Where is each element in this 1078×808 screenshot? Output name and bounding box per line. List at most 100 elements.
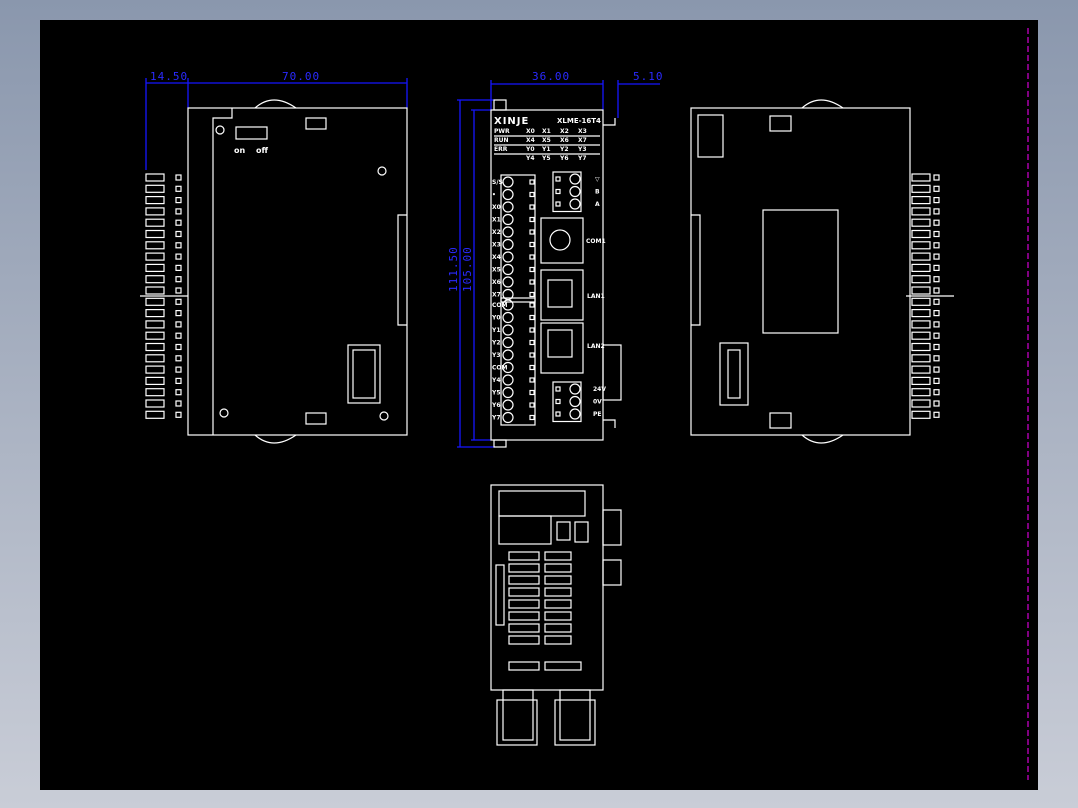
slot — [544, 551, 572, 561]
brand-logo: XINJE — [494, 116, 529, 127]
right-side-view — [690, 99, 954, 444]
switch-off-label: off — [256, 146, 268, 155]
terminal-label: Y1 — [491, 327, 501, 334]
slot — [544, 563, 572, 573]
led-label: Y5 — [541, 155, 551, 162]
slot — [544, 635, 572, 645]
connector-pin — [911, 275, 931, 284]
terminal-screw[interactable] — [569, 383, 581, 395]
slot — [544, 611, 572, 621]
terminal-screw[interactable] — [569, 173, 581, 185]
connector-pin — [911, 309, 931, 318]
terminal-screw[interactable] — [569, 408, 581, 420]
terminal-label: Y7 — [491, 415, 501, 422]
slot — [508, 599, 540, 609]
terminal-label: X3 — [492, 242, 501, 249]
led-label: Y3 — [577, 146, 587, 153]
terminal-label: S/S — [492, 179, 503, 186]
terminal-screw[interactable] — [502, 299, 514, 311]
terminal-label: Y5 — [491, 390, 501, 397]
connector-pin — [145, 207, 165, 216]
terminal-screw[interactable] — [569, 198, 581, 210]
connector-pin — [145, 173, 165, 182]
terminal-label: X5 — [492, 267, 501, 274]
led-label: X2 — [560, 128, 569, 135]
terminal-screw[interactable] — [502, 176, 514, 188]
connector-pin — [145, 388, 165, 397]
connector-pin — [145, 320, 165, 329]
label-window — [762, 209, 839, 334]
connector-pin — [145, 342, 165, 352]
led-label: Y6 — [559, 155, 569, 162]
slot — [544, 623, 572, 633]
dim-total-height: 111.50 — [447, 246, 460, 292]
terminal-screw[interactable] — [502, 276, 514, 288]
connector-pin — [911, 263, 931, 272]
terminal-label: X1 — [492, 217, 501, 224]
terminal-block — [552, 381, 582, 423]
terminal-screw[interactable] — [502, 201, 514, 213]
led-label: X0 — [526, 128, 535, 135]
bottom-view — [490, 484, 622, 746]
lan2-label: LAN2 — [587, 343, 605, 350]
connector-pin — [911, 229, 931, 239]
slot — [544, 575, 572, 585]
lan1-label: LAN1 — [587, 293, 605, 300]
terminal-screw[interactable] — [502, 238, 514, 251]
connector-pin — [145, 309, 165, 318]
slot — [508, 587, 540, 597]
terminal-screw[interactable] — [502, 226, 514, 238]
terminal-screw[interactable] — [569, 185, 581, 198]
slot — [508, 611, 540, 621]
terminal-label: X0 — [492, 204, 501, 211]
terminal-screw[interactable] — [502, 251, 514, 263]
switch-on-label: on — [234, 146, 245, 155]
led-label: X5 — [542, 137, 551, 144]
terminal-label: Y3 — [491, 352, 501, 359]
terminal-label: X7 — [492, 292, 501, 299]
terminal-screw[interactable] — [502, 399, 514, 411]
connector-pin — [911, 342, 931, 352]
connector-pin — [145, 218, 165, 227]
terminal-screw[interactable] — [502, 374, 514, 386]
connector-pin — [145, 252, 165, 261]
model-label: XLME-16T4 — [557, 117, 601, 125]
terminal-screw[interactable] — [569, 395, 581, 408]
plc-drawing: 14.50 70.00 36.00 5.10 111.50 105.00 on … — [140, 28, 1029, 780]
terminal-label: • — [492, 192, 496, 199]
terminal-screw[interactable] — [502, 324, 514, 336]
terminal-block — [552, 171, 582, 213]
connector-pin — [145, 184, 165, 193]
terminal-screw[interactable] — [502, 349, 514, 361]
led-label: RUN — [494, 137, 509, 144]
terminal-screw[interactable] — [502, 411, 514, 424]
terminal-screw[interactable] — [502, 336, 514, 349]
connector-pin — [911, 297, 931, 306]
led-label: ERR — [494, 146, 508, 153]
slot — [544, 587, 572, 597]
slot — [508, 563, 540, 573]
led-label: PWR — [494, 128, 510, 135]
connector-pin — [911, 331, 931, 340]
led-label: Y1 — [541, 146, 551, 153]
connector-pin — [145, 399, 165, 408]
terminal-label: X4 — [492, 254, 501, 261]
left-side-view: on off — [140, 99, 408, 444]
terminal-screw[interactable] — [502, 361, 514, 374]
connector-pin — [911, 286, 931, 295]
connector-pin — [145, 286, 165, 295]
dimensions: 14.50 70.00 36.00 5.10 111.50 105.00 — [145, 70, 663, 448]
terminal-label: Y2 — [491, 340, 501, 347]
terminal-label: 0V — [593, 399, 602, 406]
terminal-screw[interactable] — [502, 311, 514, 324]
connector-pin — [911, 218, 931, 227]
cad-drawing-canvas: 14.50 70.00 36.00 5.10 111.50 105.00 on … — [40, 20, 1038, 790]
terminal-screw[interactable] — [502, 386, 514, 399]
terminal-screw[interactable] — [502, 263, 514, 276]
slot — [544, 599, 572, 609]
terminal-screw[interactable] — [502, 188, 514, 201]
terminal-screw[interactable] — [502, 213, 514, 226]
terminal-label: X6 — [492, 279, 501, 286]
connector-pin — [145, 354, 165, 363]
slot — [508, 635, 540, 645]
